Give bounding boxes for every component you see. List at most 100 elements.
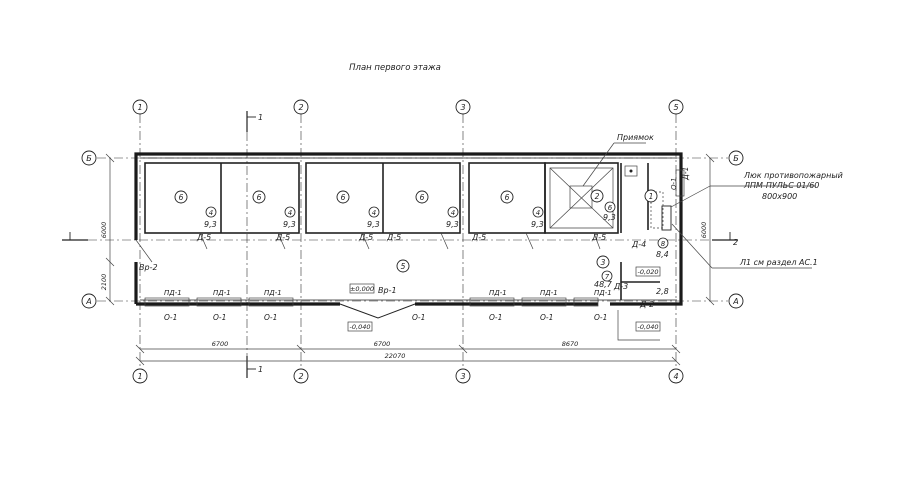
ladder-note: Л1 см раздел АС.1 bbox=[671, 223, 818, 269]
section-label: 1 bbox=[258, 113, 263, 122]
pit-label: Приямок bbox=[617, 133, 654, 142]
section-label: 2 bbox=[733, 238, 738, 247]
room-tag: 4 bbox=[536, 209, 540, 217]
section-cut-1: 1 1 bbox=[246, 111, 263, 378]
dimension-label: 22070 bbox=[385, 352, 406, 360]
room-area: 9,3 bbox=[531, 220, 544, 229]
dimension-label: 6000 bbox=[100, 222, 108, 239]
door-label: Д-5 bbox=[275, 233, 290, 242]
room-area: 9,3 bbox=[204, 220, 217, 229]
door-label: Д-5 bbox=[196, 233, 211, 242]
room-area: 8,4 bbox=[656, 250, 669, 259]
hatch-note: Люк противопожарный ЛПМ-ПУЛЬС 01/60 800х… bbox=[670, 171, 843, 208]
windows bbox=[144, 169, 685, 307]
room-number: 2 bbox=[595, 192, 600, 201]
window-label: ПД-1 bbox=[213, 289, 231, 297]
window-labels: ПД-1 ПД-1 ПД-1 ПД-1 ПД-1 ПД-1 О-1 О-1 О-… bbox=[164, 178, 678, 323]
door-label: Д-5 bbox=[591, 233, 606, 242]
note-line: Л1 см раздел АС.1 bbox=[739, 258, 818, 267]
axis-label: 1 bbox=[137, 372, 142, 381]
room-number: 1 bbox=[649, 192, 654, 201]
room-tag: 4 bbox=[209, 209, 213, 217]
room-tag: 7 bbox=[605, 273, 610, 281]
axis-label: 4 bbox=[673, 372, 678, 381]
level-label: -0,020 bbox=[638, 268, 659, 276]
room-area: 9,3 bbox=[283, 220, 296, 229]
window-label: ПД-1 bbox=[264, 289, 282, 297]
window-label: ПД-1 bbox=[540, 289, 558, 297]
exterior-walls bbox=[134, 152, 683, 306]
section-cut-2: 2 bbox=[62, 232, 738, 247]
column-axis-markers-top: 1 2 3 5 bbox=[132, 99, 684, 115]
axis-label: А bbox=[732, 297, 738, 306]
room-numbers: 6 6 6 6 6 5 2 1 3 bbox=[174, 189, 658, 273]
room-number: 3 bbox=[601, 258, 606, 267]
dimension-label: 6000 bbox=[700, 222, 708, 239]
window-label: ПД-1 bbox=[594, 289, 612, 297]
room-areas: 9,3 9,3 9,3 9,3 9,3 9,3 48,7 8,4 2,8 bbox=[204, 213, 669, 296]
room-area: 9,3 bbox=[446, 220, 459, 229]
axis-label: Б bbox=[733, 154, 739, 163]
axis-label: 1 bbox=[137, 103, 142, 112]
room-tag: 4 bbox=[288, 209, 292, 217]
room-area: 48,7 bbox=[594, 280, 613, 289]
window-label: О-1 bbox=[540, 313, 553, 322]
dimension-label: 6700 bbox=[374, 340, 391, 348]
axis-label: 2 bbox=[298, 103, 303, 112]
window-label: ПД-1 bbox=[489, 289, 507, 297]
plan-title: План первого этажа bbox=[349, 63, 441, 73]
window-label: О-1 bbox=[264, 313, 277, 322]
room-number: 5 bbox=[401, 262, 406, 271]
note-line: Люк противопожарный bbox=[743, 171, 843, 180]
room-tag: 6 bbox=[608, 204, 613, 212]
cabin-doors bbox=[199, 232, 601, 250]
window-label: ПД-1 bbox=[164, 289, 182, 297]
utility-room bbox=[624, 165, 672, 231]
axis-label: А bbox=[85, 297, 91, 306]
window-label: О-1 bbox=[489, 313, 502, 322]
room-tag: 8 bbox=[661, 240, 666, 248]
row-axis-markers: Б А Б А bbox=[81, 150, 744, 309]
dimension-label: 6700 bbox=[212, 340, 229, 348]
room-number: 6 bbox=[505, 193, 510, 202]
room-tags: 4 4 4 4 4 6 7 8 bbox=[205, 201, 669, 282]
window-label: О-1 bbox=[412, 313, 425, 322]
dimension-label: 2100 bbox=[100, 274, 108, 291]
window-label: О-1 bbox=[670, 178, 678, 191]
door-marks: Д-5 Д-5 Д-5 Д-5 Д-5 Д-5 Д-4 Д-3 Д-2 Д-1 bbox=[196, 167, 690, 309]
dimension-lines: 6700 6700 8670 22070 6000 2100 6000 bbox=[100, 153, 715, 366]
room-number: 6 bbox=[179, 193, 184, 202]
door-label: Д-3 bbox=[613, 282, 628, 291]
axis-label: 2 bbox=[298, 372, 303, 381]
axis-label: 3 bbox=[460, 103, 465, 112]
door-label: Д-1 bbox=[681, 167, 690, 181]
axis-label: 3 bbox=[460, 372, 465, 381]
gate-label: Вр-1 bbox=[378, 286, 397, 295]
gate-label: Вр-2 bbox=[139, 263, 158, 272]
level-label: -0,040 bbox=[638, 323, 659, 331]
window-label: О-1 bbox=[164, 313, 177, 322]
room-area: 9,3 bbox=[367, 220, 380, 229]
level-marks: ±0,000 -0,040 -0,020 -0,040 bbox=[347, 266, 661, 341]
dimension-label: 8670 bbox=[562, 340, 579, 348]
level-label: ±0,000 bbox=[350, 285, 374, 293]
room-number: 6 bbox=[341, 193, 346, 202]
axis-label: 5 bbox=[673, 103, 678, 112]
window-label: О-1 bbox=[594, 313, 607, 322]
door-label: Д-2 bbox=[639, 300, 654, 309]
door-label: Д-5 bbox=[386, 233, 401, 242]
column-axis-markers-bottom: 1 2 3 4 bbox=[132, 368, 684, 384]
room-area: 2,8 bbox=[656, 287, 669, 296]
room-tag: 4 bbox=[372, 209, 376, 217]
note-line: 800х900 bbox=[762, 192, 797, 201]
window-label: О-1 bbox=[213, 313, 226, 322]
section-label: 1 bbox=[258, 365, 263, 374]
door-label: Д-4 bbox=[631, 240, 646, 249]
note-line: ЛПМ-ПУЛЬС 01/60 bbox=[743, 181, 819, 190]
level-label: -0,040 bbox=[350, 323, 371, 331]
room-tag: 4 bbox=[451, 209, 455, 217]
door-label: Д-5 bbox=[358, 233, 373, 242]
axis-label: Б bbox=[86, 154, 92, 163]
pit: Приямок bbox=[549, 133, 654, 229]
gates: Вр-2 Вр-1 bbox=[135, 239, 416, 319]
